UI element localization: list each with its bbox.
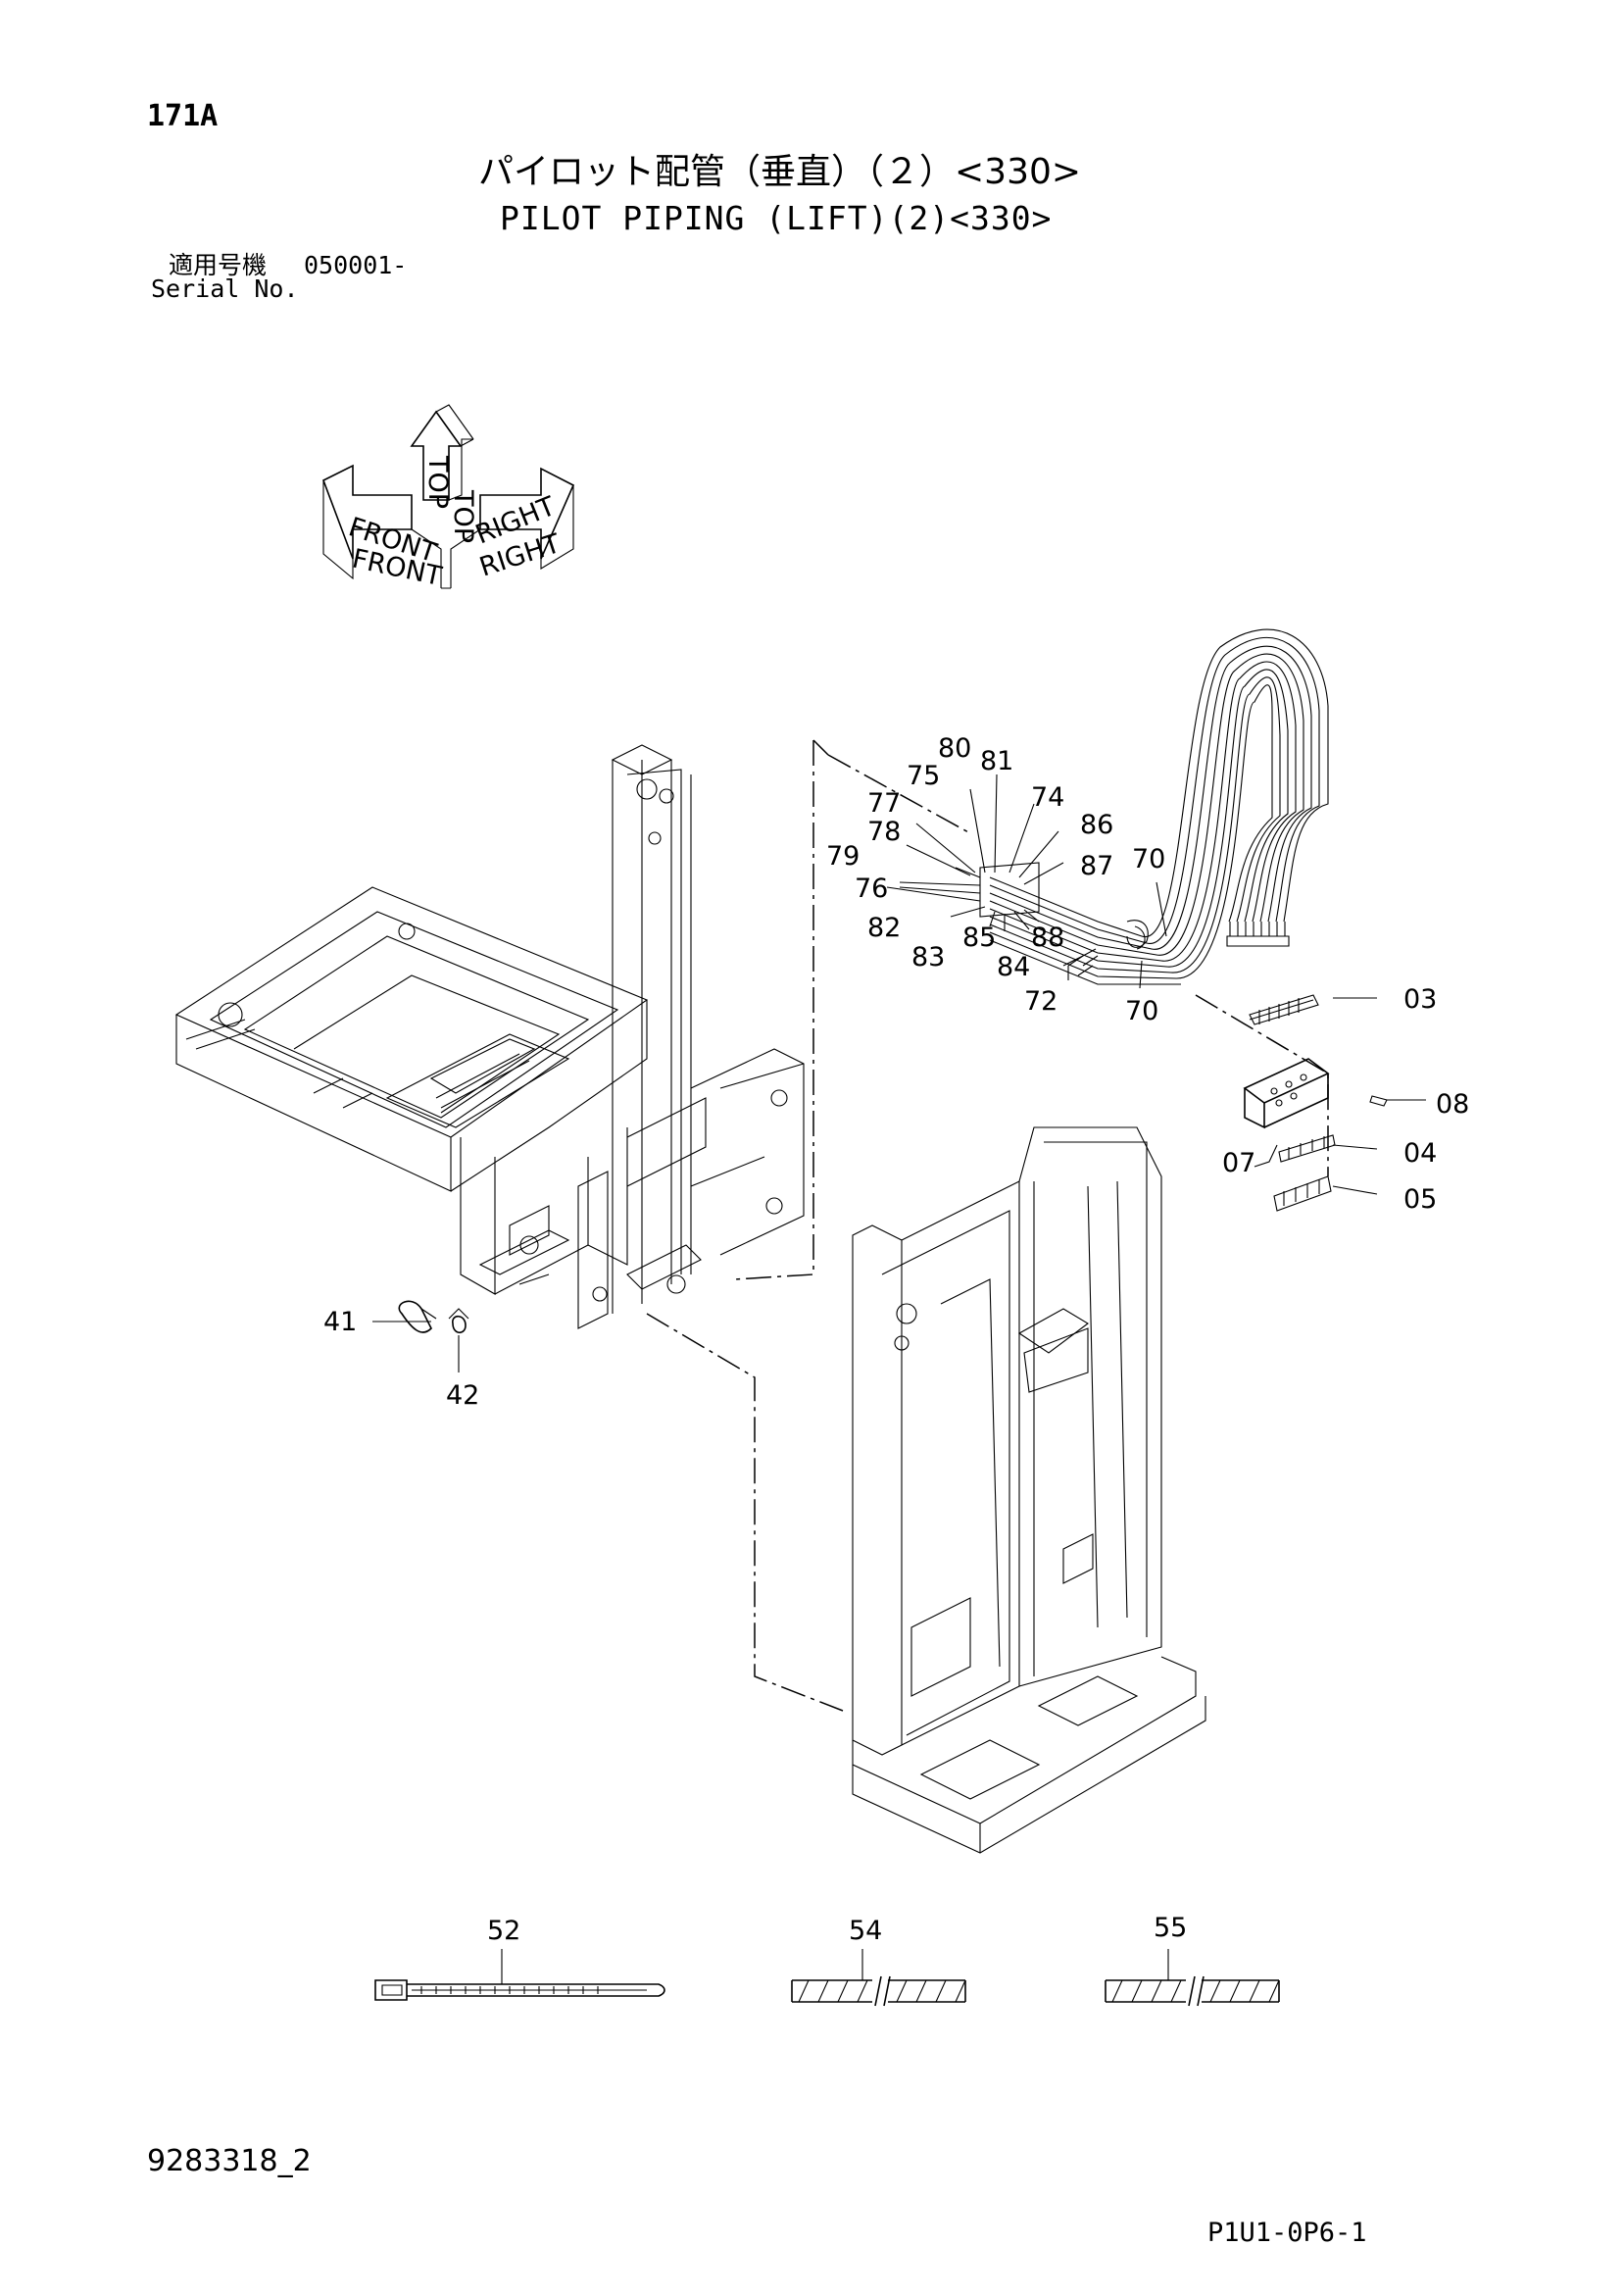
callout-41: 41 <box>323 1307 357 1337</box>
callout-80: 80 <box>938 733 971 764</box>
callout-74: 74 <box>1031 782 1064 813</box>
orientation-indicator: FRONT FRONT TOP TOP RIGHT RIGHT <box>321 404 575 592</box>
callout-75: 75 <box>907 761 940 791</box>
hose-bundle <box>979 628 1329 985</box>
page-number: 171A <box>147 99 219 133</box>
base-frame <box>174 886 707 1295</box>
callout-70-top: 70 <box>1132 844 1165 874</box>
callout-85: 85 <box>962 923 996 953</box>
assembly-leader-lines <box>646 739 1329 1712</box>
loose-parts <box>374 1975 1280 2007</box>
callout-83: 83 <box>911 942 945 973</box>
sheet-code: P1U1-0P6-1 <box>1207 2218 1367 2248</box>
callout-52: 52 <box>487 1916 520 1946</box>
callout-72: 72 <box>1024 986 1057 1017</box>
callout-leaders <box>372 774 1426 1984</box>
callout-55: 55 <box>1154 1913 1187 1943</box>
lift-frame <box>852 1126 1206 1854</box>
clamp-parts <box>398 1300 469 1334</box>
callout-88: 88 <box>1031 923 1064 953</box>
callout-76: 76 <box>855 873 888 904</box>
callout-79: 79 <box>826 841 860 872</box>
serial-label-english: Serial No. <box>151 275 299 303</box>
vertical-mast <box>577 744 805 1329</box>
bracket-and-fittings <box>1243 994 1388 1212</box>
callout-54: 54 <box>849 1916 882 1946</box>
callout-42: 42 <box>446 1380 479 1411</box>
callout-07: 07 <box>1222 1148 1255 1178</box>
callout-04: 04 <box>1403 1138 1437 1169</box>
callout-78: 78 <box>867 817 901 847</box>
callout-77: 77 <box>867 788 901 819</box>
callout-numbers: 80 75 81 77 74 78 86 79 87 70 76 82 85 8… <box>323 733 1469 1946</box>
serial-number-range: 050001- <box>304 251 408 279</box>
top-label-shadow: TOP <box>422 455 453 509</box>
serial-label-japanese: 適用号機 <box>169 251 268 279</box>
page-title-japanese: パイロット配管（垂直）（２）<330> <box>478 152 1082 192</box>
callout-84: 84 <box>997 952 1030 982</box>
callout-03: 03 <box>1403 984 1437 1015</box>
callout-05: 05 <box>1403 1184 1437 1215</box>
callout-87: 87 <box>1080 851 1113 881</box>
callout-08: 08 <box>1436 1089 1469 1120</box>
callout-82: 82 <box>867 913 901 943</box>
callout-86: 86 <box>1080 810 1113 840</box>
page-title-english: PILOT PIPING (LIFT)(2)<330> <box>500 199 1053 237</box>
top-label: TOP <box>448 489 478 543</box>
callout-70-bottom: 70 <box>1125 996 1158 1026</box>
document-number: 9283318_2 <box>147 2144 312 2178</box>
callout-81: 81 <box>980 746 1013 776</box>
